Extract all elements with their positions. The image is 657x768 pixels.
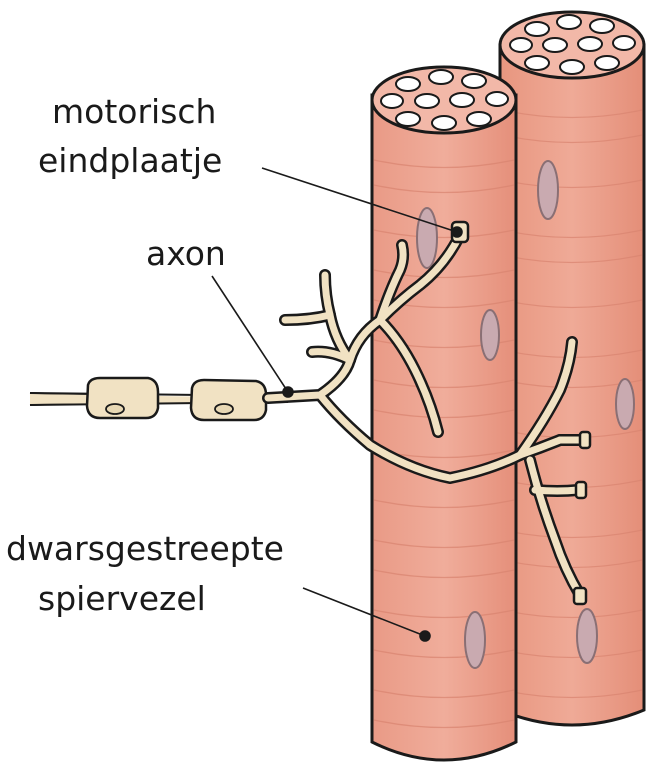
myofibrils-front	[380, 69, 509, 131]
myofibrils-back	[509, 14, 636, 75]
nuclei-back	[537, 160, 635, 664]
nerve-branches	[262, 229, 586, 601]
axon-nerve	[29, 220, 592, 606]
dot-motor-end-plate	[451, 226, 463, 238]
label-axon: axon	[146, 234, 226, 273]
leader-muscle-fiber	[302, 587, 426, 637]
schwann-cell	[189, 378, 268, 422]
muscle-fiber-back	[498, 10, 646, 727]
leader-axon	[211, 275, 289, 393]
dot-muscle-fiber	[419, 630, 431, 642]
label-motor-end-plate-line1: motorisch	[52, 92, 216, 131]
label-motor-end-plate-line2: eindplaatje	[38, 141, 222, 180]
leader-lines	[211, 167, 463, 642]
dot-axon	[282, 386, 294, 398]
schwann-cell	[85, 376, 160, 420]
muscle-fiber-front	[370, 65, 518, 762]
leader-motor-end-plate	[261, 167, 458, 233]
label-muscle-fiber-line1: dwarsgestreepte	[6, 529, 284, 568]
muscle-stripes-front	[373, 159, 515, 729]
label-muscle-fiber-line2: spiervezel	[38, 579, 206, 618]
